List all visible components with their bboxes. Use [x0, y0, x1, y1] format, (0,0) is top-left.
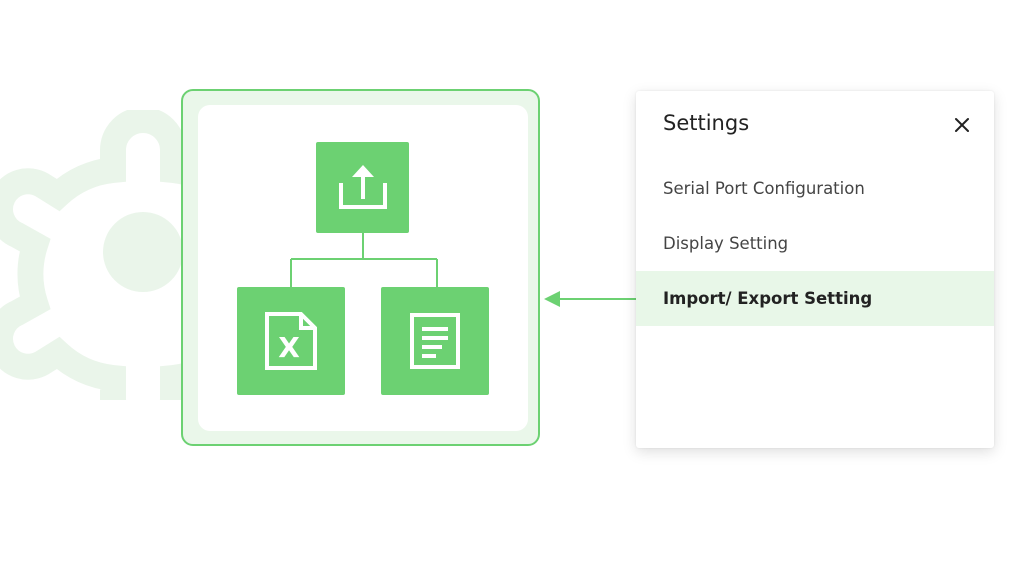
excel-tile: X	[237, 287, 345, 395]
settings-panel: Settings Serial Port Configuration Displ…	[636, 91, 994, 448]
upload-icon	[338, 164, 387, 209]
document-tile	[381, 287, 489, 395]
panel-title: Settings	[663, 111, 750, 135]
close-icon	[955, 118, 969, 132]
document-icon	[410, 313, 460, 369]
menu-item-import-export-setting[interactable]: Import/ Export Setting	[636, 271, 994, 326]
svg-text:X: X	[278, 331, 300, 364]
menu-item-display-setting[interactable]: Display Setting	[663, 234, 789, 253]
close-button[interactable]	[950, 113, 974, 137]
upload-tile	[316, 142, 409, 233]
arrow-head-icon	[544, 291, 560, 307]
settings-menu: Serial Port Configuration Display Settin…	[636, 161, 994, 326]
excel-file-icon: X	[265, 312, 317, 370]
menu-item-serial-port-configuration[interactable]: Serial Port Configuration	[663, 179, 865, 198]
